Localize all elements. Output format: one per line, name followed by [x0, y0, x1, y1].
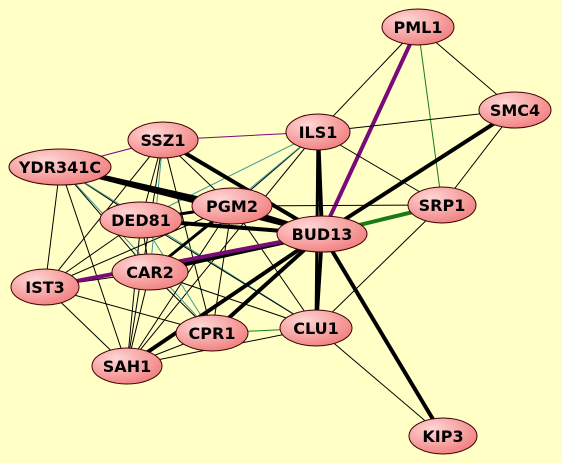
node-shape[interactable] [285, 113, 351, 151]
node-label: IST3 [25, 278, 65, 297]
edge-srp1-clu1 [315, 204, 443, 329]
edge-kip3-clu1 [315, 327, 444, 437]
node-shape[interactable] [408, 417, 478, 455]
node-label: BUD13 [292, 225, 353, 244]
node-clu1[interactable]: CLU1 [279, 309, 353, 347]
edge-ssz1-bud13 [161, 138, 324, 236]
node-ils1[interactable]: ILS1 [285, 113, 351, 151]
node-pgm2[interactable]: PGM2 [191, 187, 273, 225]
node-shape[interactable] [191, 187, 273, 225]
edge-kip3-bud13 [320, 232, 445, 438]
node-label: ILS1 [299, 123, 338, 142]
node-label: PGM2 [206, 197, 258, 216]
node-sah1[interactable]: SAH1 [91, 347, 163, 385]
edge-smc4-bud13 [320, 108, 517, 236]
node-shape[interactable] [10, 268, 80, 306]
node-srp1[interactable]: SRP1 [407, 186, 477, 224]
node-label: SSZ1 [140, 131, 185, 150]
edge-ist3-bud13 [43, 232, 324, 289]
node-shape[interactable] [8, 148, 112, 186]
node-shape[interactable] [407, 186, 477, 224]
node-shape[interactable] [91, 347, 163, 385]
node-label: DED81 [111, 211, 171, 230]
node-ded81[interactable]: DED81 [99, 201, 183, 239]
node-ssz1[interactable]: SSZ1 [127, 121, 199, 159]
node-label: PML1 [394, 18, 443, 37]
edge-ded81-clu1 [140, 219, 317, 329]
node-bud13[interactable]: BUD13 [276, 215, 368, 253]
node-cpr1[interactable]: CPR1 [175, 314, 249, 352]
node-kip3[interactable]: KIP3 [408, 417, 478, 455]
node-label: SRP1 [419, 196, 466, 215]
edge-ydr341c-cpr1 [59, 166, 213, 334]
edge-sah1-bud13 [125, 232, 324, 368]
edge-ssz1-sah1 [126, 139, 164, 367]
node-shape[interactable] [276, 215, 368, 253]
edge-pml1-srp1 [417, 26, 443, 206]
edge-ils1-sah1 [126, 131, 319, 367]
node-label: CPR1 [189, 324, 236, 343]
node-shape[interactable] [279, 309, 353, 347]
node-label: CAR2 [126, 263, 174, 282]
node-shape[interactable] [381, 8, 455, 46]
node-shape[interactable] [99, 201, 183, 239]
edge-ssz1-cpr1 [162, 139, 213, 334]
edge-ils1-ded81 [140, 131, 319, 221]
node-smc4[interactable]: SMC4 [478, 91, 552, 129]
node-shape[interactable] [175, 314, 249, 352]
edge-pml1-bud13 [320, 25, 420, 236]
node-ist3[interactable]: IST3 [10, 268, 80, 306]
edge-pgm2-sah1 [126, 205, 233, 367]
node-label: KIP3 [422, 427, 463, 446]
node-shape[interactable] [478, 91, 552, 129]
node-ydr341c[interactable]: YDR341C [8, 148, 112, 186]
node-label: SAH1 [103, 357, 151, 376]
node-shape[interactable] [111, 253, 189, 291]
edge-ydr341c-ist3 [44, 166, 61, 288]
node-label: YDR341C [18, 158, 101, 177]
edge-ded81-sah1 [126, 219, 142, 367]
node-shape[interactable] [127, 121, 199, 159]
node-car2[interactable]: CAR2 [111, 253, 189, 291]
node-label: SMC4 [490, 101, 540, 120]
node-label: CLU1 [293, 319, 339, 338]
node-pml1[interactable]: PML1 [381, 8, 455, 46]
edge-pml1-ils1 [317, 26, 419, 133]
